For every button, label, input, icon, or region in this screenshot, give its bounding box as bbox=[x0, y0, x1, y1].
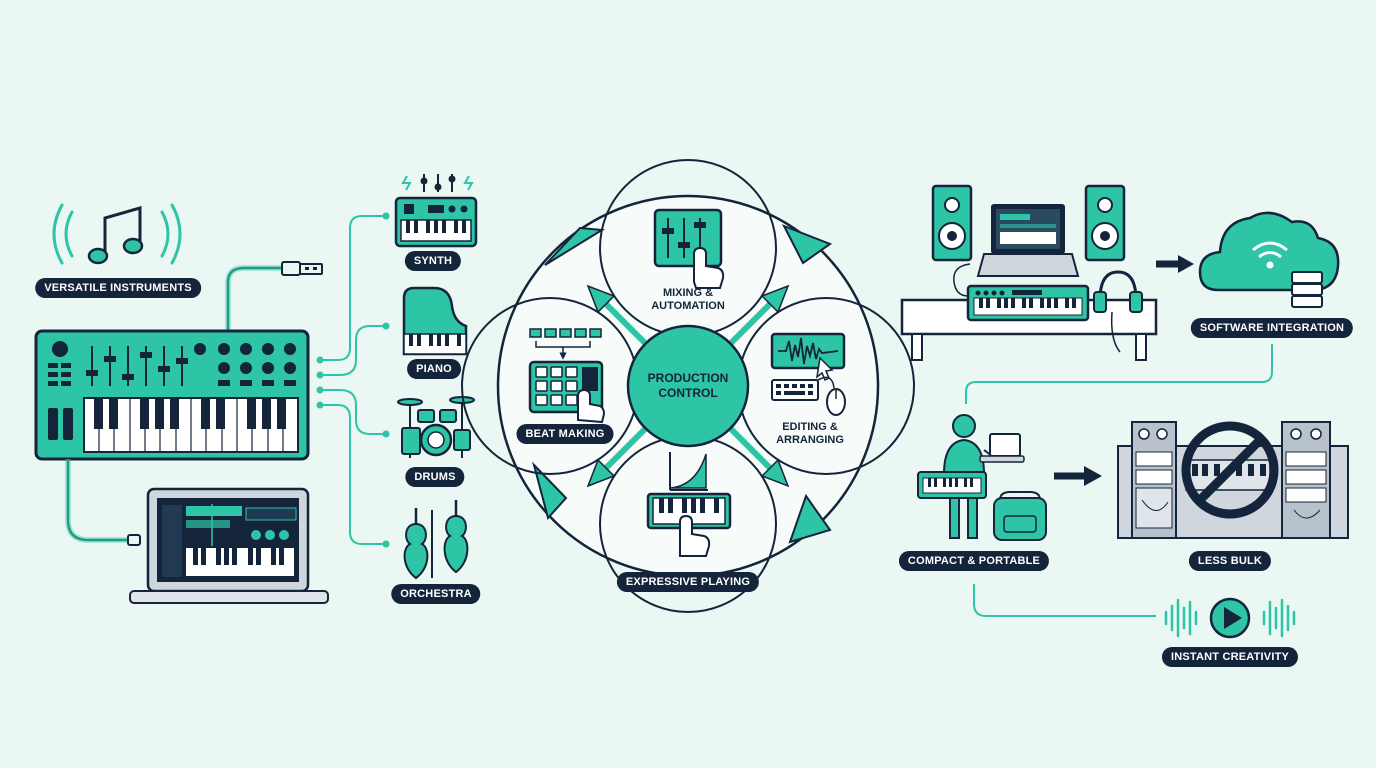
synth-icon bbox=[394, 174, 478, 248]
faders-icon bbox=[653, 208, 725, 289]
no-symbol-icon bbox=[1181, 421, 1279, 519]
play-button-icon bbox=[1164, 597, 1296, 639]
editing-line1: EDITING & bbox=[782, 421, 838, 433]
editing-line2: ARRANGING bbox=[776, 434, 844, 446]
software-integration-label: SOFTWARE INTEGRATION bbox=[1190, 318, 1354, 338]
production-control-label: PRODUCTION CONTROL bbox=[648, 371, 729, 401]
music-note-icon bbox=[52, 203, 182, 265]
versatile-instruments-label: VERSATILE INSTRUMENTS bbox=[35, 278, 201, 298]
studio-desk-icon bbox=[900, 184, 1158, 361]
production-control-line1: PRODUCTION bbox=[647, 371, 729, 385]
waveform-icon bbox=[770, 332, 846, 382]
musician-icon bbox=[917, 414, 1025, 539]
keyboard-mouse-icon bbox=[771, 376, 846, 416]
arrow-to-cloud bbox=[1156, 255, 1194, 273]
drum-kit-icon bbox=[397, 396, 475, 458]
arrow-to-less-bulk bbox=[1054, 466, 1102, 486]
instant-creativity-label: INSTANT CREATIVITY bbox=[1161, 647, 1299, 667]
rack-gear-icon bbox=[1117, 421, 1349, 539]
laptop-daw-icon bbox=[129, 487, 329, 604]
expressive-keyboard-icon bbox=[646, 452, 732, 557]
mixing-automation-label: MIXING & AUTOMATION bbox=[651, 287, 725, 313]
production-control-line2: CONTROL bbox=[658, 386, 718, 400]
beat-making-label: BEAT MAKING bbox=[516, 424, 614, 444]
compact-portable-label: COMPACT & PORTABLE bbox=[898, 551, 1050, 571]
production-wheel bbox=[461, 159, 915, 613]
midi-keyboard-icon bbox=[34, 329, 310, 461]
drums-label: DRUMS bbox=[405, 467, 465, 487]
mixing-line1: MIXING & bbox=[662, 287, 714, 299]
less-bulk-label: LESS BULK bbox=[1188, 551, 1272, 571]
editing-arranging-label: EDITING & ARRANGING bbox=[776, 421, 844, 447]
cloud-icon bbox=[1198, 211, 1340, 308]
expressive-playing-label: EXPRESSIVE PLAYING bbox=[616, 572, 760, 592]
mixing-line2: AUTOMATION bbox=[651, 300, 725, 312]
pad-grid-icon bbox=[528, 328, 606, 424]
synth-label: SYNTH bbox=[404, 251, 462, 271]
orchestra-label: ORCHESTRA bbox=[391, 584, 481, 604]
backpack-icon bbox=[993, 491, 1047, 541]
piano-label: PIANO bbox=[407, 359, 461, 379]
violin-icon bbox=[403, 500, 469, 580]
usb-cable-icon bbox=[225, 261, 323, 330]
piano-icon bbox=[402, 286, 468, 356]
